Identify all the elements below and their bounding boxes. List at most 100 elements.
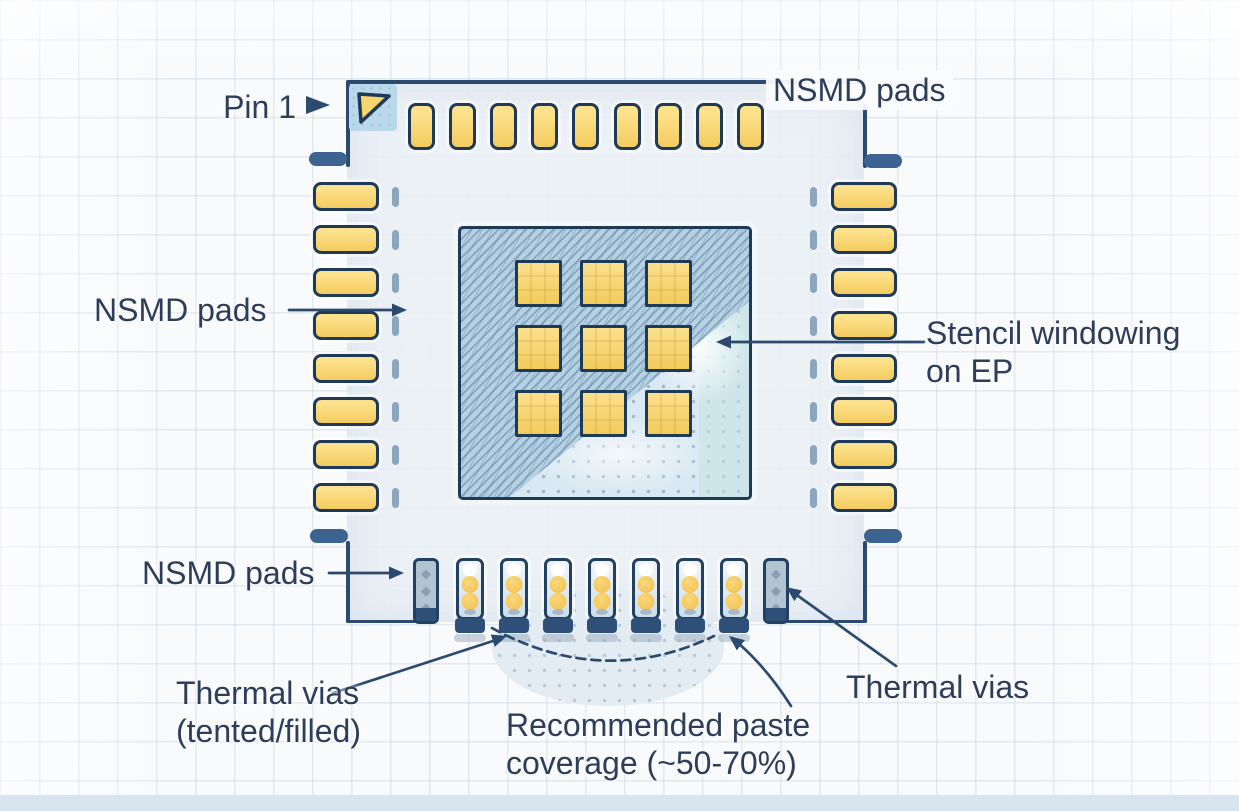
pad-foot: [719, 618, 749, 633]
pad-foot-shadow: [718, 634, 750, 642]
nsmd-pad-left: [313, 182, 379, 211]
nsmd-pad-left: [313, 440, 379, 469]
via-shadow: [552, 609, 564, 615]
pad-foot-shadow: [586, 634, 618, 642]
via-hole-filled: [505, 576, 523, 593]
paste-coverage-line1: Recommended paste: [506, 707, 811, 743]
thermal-vias-label-right: Thermal vias: [846, 669, 1030, 705]
thermal-via-pad: [456, 558, 484, 620]
thermal-via-pad: [588, 558, 616, 620]
pad-foot-shadow: [630, 634, 662, 642]
nsmd-pad-right: [831, 182, 897, 211]
solder-mask-tick: [392, 402, 399, 422]
pin1-label: Pin 1: [223, 89, 296, 125]
ep-paste-window: [580, 260, 627, 307]
solder-mask-tick: [810, 359, 817, 379]
thermal-vias-line1: Thermal vias: [176, 675, 360, 711]
nsmd-pad-right: [831, 397, 897, 426]
via-shadow: [640, 609, 652, 615]
nsmd-pad-left: [313, 354, 379, 383]
via-dot: [771, 586, 781, 597]
via-hole-tented: [639, 563, 653, 577]
via-hole-filled: [681, 593, 699, 610]
solder-mask-tick: [392, 359, 399, 379]
via-shadow: [464, 609, 476, 615]
pad-foot: [455, 618, 485, 633]
via-hole-tented: [463, 563, 477, 577]
via-hole-filled: [637, 593, 655, 610]
pin1-pointer-icon: [306, 96, 330, 114]
bottom-accent-strip: [0, 795, 1239, 811]
pad-foot-shadow: [542, 634, 574, 642]
nsmd-pad-left: [313, 268, 379, 297]
pin1-marker: [349, 84, 397, 131]
via-hole-tented: [683, 563, 697, 577]
via-hole-tented: [551, 563, 565, 577]
stencil-windowing-label: Stencil windowing on EP: [926, 314, 1180, 391]
solder-mask-tick: [810, 187, 817, 207]
corner-tab-top-left: [309, 152, 347, 166]
thermal-via-pad: [632, 558, 660, 620]
nsmd-pad-top: [736, 103, 764, 150]
nsmd-pads-label-bottom: NSMD pads: [142, 555, 315, 591]
nsmd-pad-top: [613, 103, 641, 150]
pad-foot: [587, 618, 617, 633]
nsmd-pad-left: [313, 483, 379, 512]
pad-foot: [766, 608, 786, 621]
via-hole-filled: [549, 576, 567, 593]
solder-mask-tick: [810, 402, 817, 422]
via-shadow: [684, 609, 696, 615]
solder-mask-tick: [392, 445, 399, 465]
via-hole-filled: [725, 593, 743, 610]
via-hole-tented: [595, 563, 609, 577]
paste-coverage-label: Recommended paste coverage (~50-70%): [506, 706, 810, 783]
solder-mask-tick: [392, 488, 399, 508]
thermal-vias-label-left: Thermal vias (tented/filled): [176, 674, 361, 751]
ep-paste-window: [515, 260, 562, 307]
nsmd-pad-top: [408, 103, 435, 150]
solder-mask-tick: [392, 316, 399, 336]
solder-mask-tick: [392, 230, 399, 250]
ep-paste-window: [580, 325, 627, 372]
corner-tab-top-right: [864, 154, 902, 168]
via-hole-tented: [727, 563, 741, 577]
pad-foot: [675, 618, 705, 633]
nsmd-pad-right: [831, 354, 897, 383]
solder-mask-tick: [392, 187, 399, 207]
via-hole-filled: [593, 593, 611, 610]
outline-right-lower: [863, 541, 867, 623]
solder-mask-tick: [810, 230, 817, 250]
corner-thermal-pad: [413, 558, 439, 624]
via-dot: [421, 569, 431, 580]
nsmd-pad-top: [654, 103, 682, 150]
stencil-windowing-line2: on EP: [926, 353, 1014, 390]
ep-paste-window: [580, 390, 627, 437]
leader-paste: [736, 641, 793, 708]
nsmd-pad-top: [572, 103, 600, 150]
nsmd-pads-label-left: NSMD pads: [94, 292, 267, 328]
pad-foot-shadow: [454, 634, 486, 642]
via-hole-filled: [681, 576, 699, 593]
nsmd-pad-top: [490, 103, 518, 150]
solder-mask-tick: [810, 488, 817, 508]
via-hole-filled: [725, 576, 743, 593]
exposed-pad: [458, 226, 752, 500]
thermal-vias-line2: (tented/filled): [176, 713, 361, 750]
via-hole-filled: [461, 576, 479, 593]
via-hole-filled: [637, 576, 655, 593]
solder-mask-tick: [810, 316, 817, 336]
nsmd-pads-label-top: NSMD pads: [766, 70, 953, 111]
pad-foot: [499, 618, 529, 633]
nsmd-pad-top: [449, 103, 477, 150]
stencil-windowing-line1: Stencil windowing: [926, 315, 1181, 351]
thermal-via-pad: [544, 558, 572, 620]
via-shadow: [728, 609, 740, 615]
corner-thermal-pad: [763, 558, 789, 624]
via-hole-filled: [549, 593, 567, 610]
via-hole-tented: [507, 563, 521, 577]
via-hole-filled: [461, 593, 479, 610]
pad-foot-shadow: [498, 634, 530, 642]
nsmd-pad-right: [831, 225, 897, 254]
ep-paste-window: [645, 325, 692, 372]
pad-foot: [416, 608, 436, 621]
